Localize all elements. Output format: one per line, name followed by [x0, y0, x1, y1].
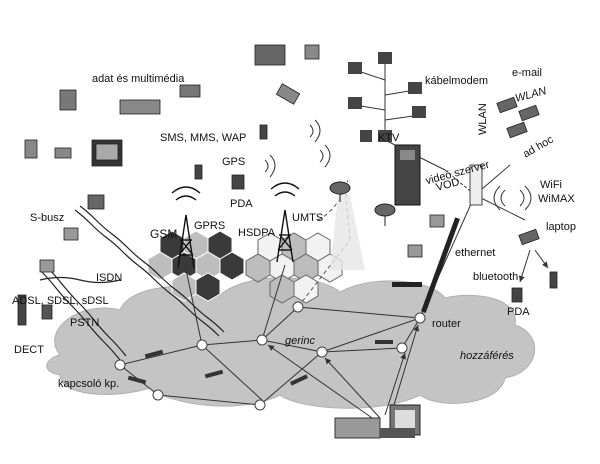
network-links: [119, 149, 526, 406]
label-dect: DECT: [14, 344, 44, 356]
umts-cell-cluster: [245, 232, 343, 304]
wireless-waves: [264, 119, 532, 211]
label-hozzaferes: hozzáférés: [460, 350, 514, 362]
twisted-cables: [39, 205, 225, 361]
bluetooth-links: [518, 249, 549, 283]
label-isdn: ISDN: [96, 272, 123, 284]
label-pstn: PSTN: [70, 317, 100, 329]
management-arrows: [267, 324, 420, 421]
label-kabelmodem: kábelmodem: [425, 75, 488, 87]
label-gps: GPS: [222, 156, 246, 168]
network-nodes: [114, 301, 426, 411]
label-ethernet: ethernet: [455, 247, 496, 259]
label-wimax: WiMAX: [538, 193, 575, 205]
vod-server: [394, 144, 483, 206]
label-bluetooth: bluetooth: [473, 271, 519, 283]
satellite-dishes: [329, 181, 396, 226]
switch-devices: [127, 340, 393, 386]
label-hsdpa: HSDPA: [238, 227, 276, 239]
label-umts: UMTS: [292, 212, 324, 224]
label-gprs: GPRS: [194, 220, 226, 232]
label-pda-top: PDA: [230, 198, 253, 210]
terminal-devices: [17, 44, 558, 326]
label-pda-bottom: PDA: [507, 306, 530, 318]
gsm-tower: [171, 186, 201, 269]
label-wlan-2: WLAN: [477, 103, 489, 135]
umts-tower: [270, 182, 300, 263]
label-email: e-mail: [512, 67, 542, 79]
router-box: [392, 282, 422, 287]
ktv-devices: [348, 52, 426, 142]
label-laptop: laptop: [546, 221, 576, 233]
label-kapcsolo: kapcsoló kp.: [58, 378, 120, 390]
satellite-beam: [330, 195, 365, 270]
label-gsm: GSM: [150, 227, 178, 241]
ethernet-bar: [421, 217, 460, 314]
label-gerinc: gerinc: [285, 335, 315, 347]
label-media: adat és multimédia: [92, 73, 185, 85]
label-sbusz: S-busz: [30, 212, 65, 224]
label-ktv: KTV: [378, 132, 400, 144]
label-sms: SMS, MMS, WAP: [160, 132, 247, 144]
management-workstation: [334, 404, 421, 439]
label-router: router: [432, 318, 461, 330]
label-adsl: ADSL, SDSL, sDSL: [12, 295, 109, 307]
label-wifi: WiFi: [540, 179, 562, 191]
gsm-cell-cluster: [147, 230, 245, 302]
